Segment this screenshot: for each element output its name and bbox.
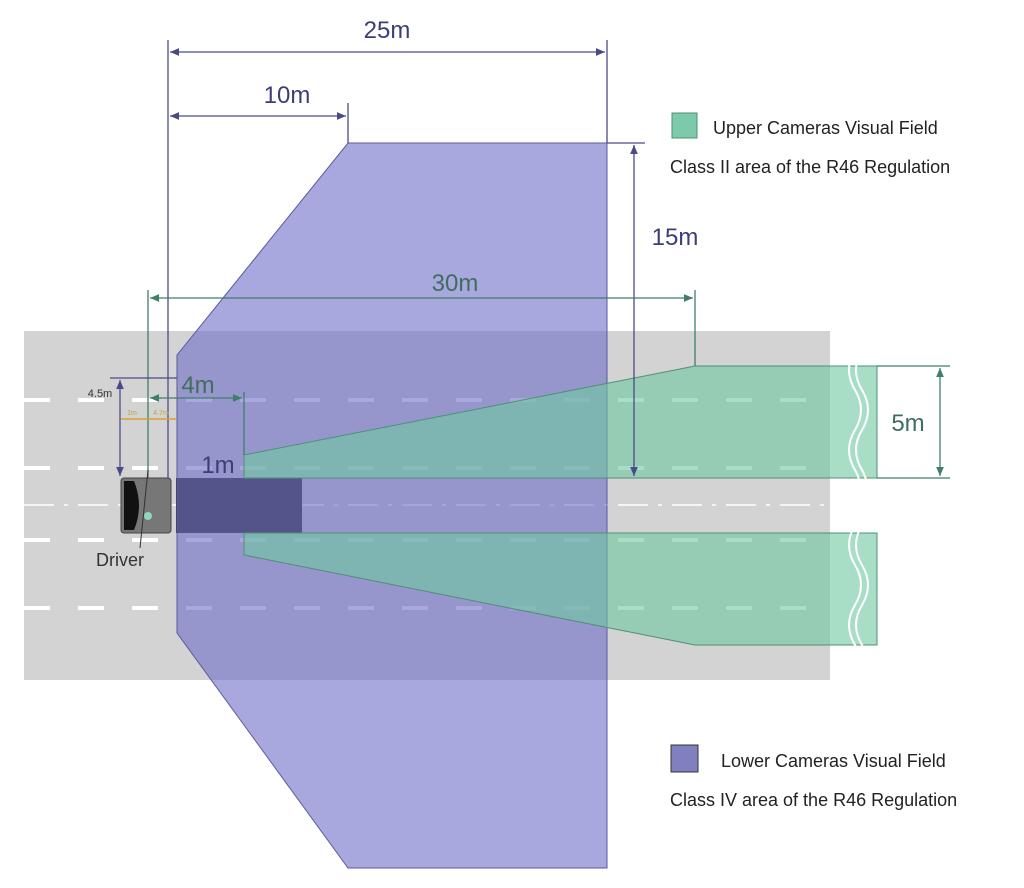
legend-upper: Upper Cameras Visual Field Class II area… [670,112,950,177]
dimension-25m: 25m [364,17,411,44]
legend-upper-label: Upper Cameras Visual Field [713,118,938,138]
dimension-small-4-7m: 4.7m [153,410,169,417]
dimension-small-1m: 1m [127,410,137,417]
dimension-30m: 30m [432,270,479,297]
legend-swatch-green [671,112,698,139]
legend-swatch-purple [670,744,699,773]
upper-camera-field [243,349,878,670]
legend-lower: Lower Cameras Visual Field Class IV area… [670,744,957,810]
dimension-4-5m: 4.5m [88,388,112,400]
break-marks [848,349,869,670]
dimensions: 25m 10m 15m 30m 5m 4m 1m 4.5m 1m 4.7m Dr… [88,17,950,570]
dimension-4m: 4m [181,372,214,399]
dimension-1m: 1m [201,452,234,479]
dimension-15m: 15m [652,224,699,251]
dimension-5m: 5m [891,410,924,437]
legend-lower-label: Lower Cameras Visual Field [721,751,946,771]
dimension-10m: 10m [264,82,311,109]
lower-camera-field [176,142,608,869]
driver-label: Driver [96,550,144,570]
legend-lower-sub: Class IV area of the R46 Regulation [670,790,957,810]
driver-position [144,512,152,520]
legend-upper-sub: Class II area of the R46 Regulation [670,157,950,177]
